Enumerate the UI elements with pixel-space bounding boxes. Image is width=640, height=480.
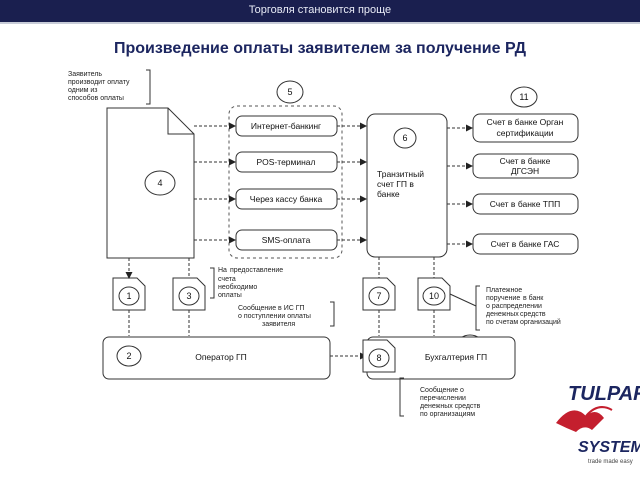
svg-text:8: 8 — [376, 353, 381, 363]
note-message-gp: Сообщение в ИС ГП о поступлении оплаты з… — [238, 304, 313, 328]
note-invoice: На предоставление счета необходимо оплат… — [218, 267, 285, 299]
svg-text:7: 7 — [376, 291, 381, 301]
document-8: 8 — [362, 339, 396, 373]
svg-text:Счет в банке ТПП: Счет в банке ТПП — [490, 199, 560, 209]
num-4: 4 — [157, 178, 162, 188]
transit-account: 6 Транзитный счет ГП в банке — [366, 113, 448, 258]
page-title: Произведение оплаты заявителем за получе… — [113, 40, 527, 57]
num-11: 11 — [519, 92, 528, 102]
svg-text:SYSTEM: SYSTEM — [578, 439, 640, 456]
tulpar-logo: TULPAR SYSTEM trade made easy — [556, 383, 640, 465]
num-5: 5 — [287, 87, 292, 97]
payment-group — [228, 105, 343, 259]
document-1: 1 — [112, 277, 146, 311]
svg-text:10: 10 — [429, 291, 439, 301]
account-tpp: Счет в банке ТПП — [472, 193, 579, 215]
svg-text:3: 3 — [186, 291, 191, 301]
note-distribution: Платежное поручение в банк о распределен… — [486, 287, 561, 326]
channel-internet-banking: Интернет-банкинг — [235, 115, 338, 137]
document-7: 7 — [362, 277, 396, 311]
header-tagline: Торговля становится проще — [248, 4, 392, 16]
svg-text:2: 2 — [126, 351, 131, 361]
account-gas: Счет в банке ГАС — [472, 233, 579, 255]
svg-text:6: 6 — [402, 133, 407, 143]
operator-gp: 2 Оператор ГП — [102, 336, 331, 380]
badge-4 — [144, 170, 176, 196]
document-3: 3 — [172, 277, 206, 311]
svg-text:SMS-оплата: SMS-оплата — [262, 235, 311, 245]
badge-5 — [276, 80, 304, 104]
svg-text:Через кассу банка: Через кассу банка — [250, 194, 323, 204]
svg-text:Интернет-банкинг: Интернет-банкинг — [251, 121, 321, 131]
svg-text:Транзитный счет ГП в: Транзитный счет ГП в банке — [377, 169, 426, 199]
svg-text:Оператор ГП: Оператор ГП — [195, 352, 247, 362]
note-message-accounting: Сообщение о перечислении денежных средст… — [420, 386, 482, 418]
badge-6 — [393, 127, 417, 149]
svg-text:trade made easy: trade made easy — [588, 459, 633, 465]
accounting-gp: Бухгалтерия ГП — [366, 336, 516, 380]
channel-pos-terminal: POS-терминал — [235, 151, 338, 173]
logo-horse-icon — [556, 410, 604, 432]
svg-text:1: 1 — [126, 291, 131, 301]
badge-2 — [116, 345, 142, 367]
note-applicant: Заявитель производит оплату одним из спо… — [68, 71, 131, 102]
svg-text:TULPAR: TULPAR — [568, 383, 640, 405]
badge-11 — [510, 86, 538, 108]
channel-bank-cash-desk: Через кассу банка — [235, 188, 338, 210]
svg-text:Бухгалтерия ГП: Бухгалтерия ГП — [425, 352, 487, 362]
document-10: 10 — [417, 277, 451, 311]
top-bar: Торговля становится проще — [0, 0, 640, 24]
svg-text:Счет в банке ГАС: Счет в банке ГАС — [491, 239, 560, 249]
channel-sms-payment: SMS-оплата — [235, 229, 338, 251]
svg-text:POS-терминал: POS-терминал — [256, 157, 315, 167]
